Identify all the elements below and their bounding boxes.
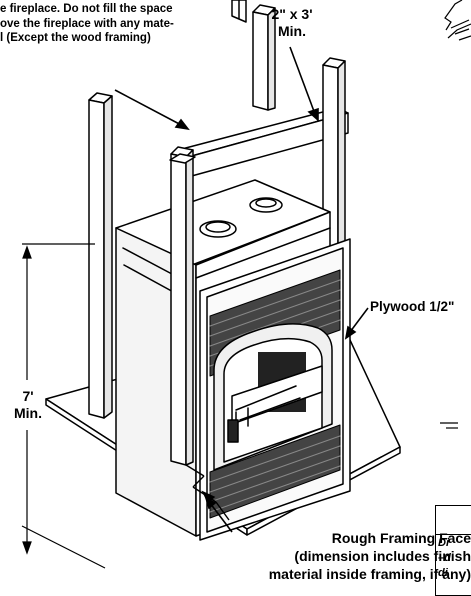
- table-header: [436, 506, 471, 535]
- front-left-stud: [169, 153, 196, 164]
- note-arrow: [114, 89, 190, 131]
- top-right-stud: [252, 4, 276, 111]
- dimension-fragment: [440, 422, 458, 429]
- louver-bottom: [209, 424, 341, 519]
- height-dimension: [21, 243, 106, 569]
- stud-dimension-label: 2" x 3' Min.: [271, 6, 313, 39]
- rough-framing-label: Rough Framing Face (dimension includes f…: [268, 530, 471, 582]
- framing-note: e fireplace. Do not fill the space ove t…: [0, 3, 174, 44]
- plywood-arrow: [344, 307, 369, 340]
- front-right-stud: [170, 146, 194, 466]
- top-wall: [231, 0, 247, 23]
- table-cell: –d: [438, 552, 451, 564]
- fireplace-door: [213, 323, 333, 471]
- table-cell: Di: [438, 537, 449, 549]
- height-label: 7' Min.: [14, 388, 42, 421]
- table-cell: di: [438, 567, 448, 579]
- rough-framing-pointer: [204, 496, 233, 533]
- plywood-label: Plywood 1/2": [370, 299, 455, 314]
- back-left-stud: [88, 92, 113, 419]
- hatch-icon: [444, 0, 471, 41]
- stud-arrow: [289, 46, 319, 122]
- dimension-table-fragment: Di –d di: [435, 505, 471, 596]
